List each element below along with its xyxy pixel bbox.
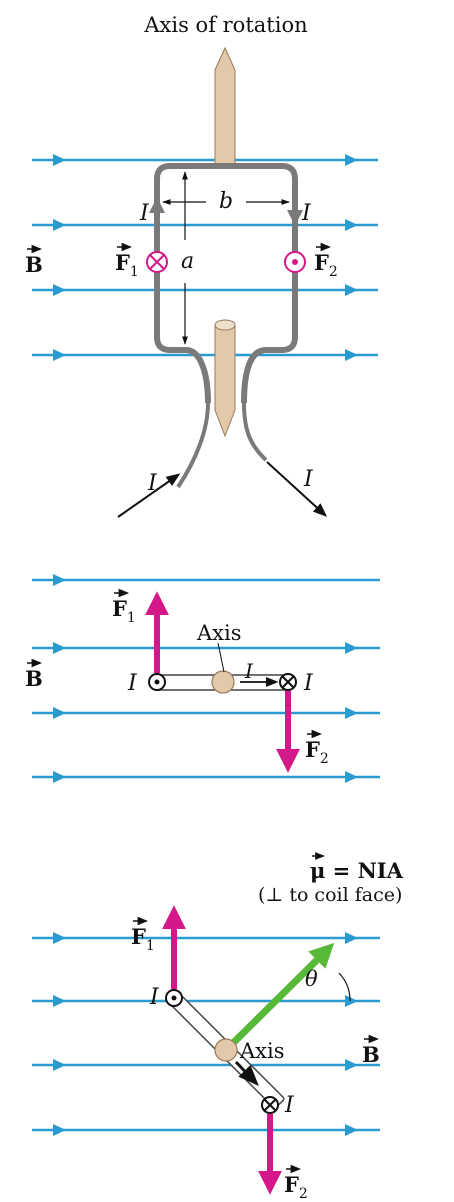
axis-pointer — [217, 642, 225, 673]
field-arrowhead — [345, 642, 358, 654]
force1-label-top: F1 — [115, 242, 139, 280]
lower-axle-top — [214, 319, 236, 331]
axis-label-middle: Axis — [196, 621, 242, 645]
field-lines-top — [32, 154, 378, 361]
current-label: I — [147, 471, 158, 496]
middle-panel: Axis I I I B F1 F2 — [25, 574, 380, 783]
svg-text:F2: F2 — [314, 250, 338, 280]
field-lines-bottom — [32, 932, 380, 1136]
field-arrowhead — [53, 574, 66, 586]
current-label: I — [301, 201, 312, 226]
svg-text:B: B — [362, 1042, 380, 1067]
field-arrowhead — [345, 707, 358, 719]
svg-text:F1: F1 — [115, 250, 139, 280]
force1-label-middle: F1 — [112, 588, 136, 626]
bottom-panel: μ = NIA (⊥ to coil face) θ Axis I I B F1… — [32, 852, 404, 1202]
force1-label-bottom: F1 — [131, 916, 155, 954]
axis-of-rotation-title: Axis of rotation — [143, 13, 307, 37]
moment-note: (⊥ to coil face) — [258, 884, 402, 906]
field-arrowhead — [53, 154, 66, 166]
current-label: I — [303, 467, 314, 492]
axle-end — [211, 670, 235, 694]
current-out-of-page-symbol — [148, 673, 166, 691]
lead-wire-right — [242, 402, 268, 462]
field-label-top: B — [25, 244, 43, 277]
svg-text:B: B — [25, 252, 43, 277]
force2-label-middle: F2 — [305, 729, 329, 767]
moment-label: μ = NIA — [310, 858, 404, 883]
field-arrowhead — [345, 932, 358, 944]
top-panel: Axis of rotation — [25, 13, 378, 518]
outgoing-current-arrow — [266, 461, 328, 517]
force2-label-bottom: F2 — [284, 1164, 308, 1202]
svg-text:F1: F1 — [112, 596, 136, 626]
lead-wire-left — [176, 402, 210, 489]
field-arrowhead — [53, 707, 66, 719]
current-arrow-bottom — [234, 1060, 259, 1087]
field-arrowhead — [53, 995, 66, 1007]
force2-label-top: F2 — [314, 242, 338, 280]
field-arrowhead — [53, 932, 66, 944]
current-label: I — [127, 671, 138, 696]
axle-end — [214, 1038, 238, 1062]
lower-axle — [214, 325, 236, 438]
angle-arc — [338, 972, 351, 1002]
field-arrowhead — [345, 1059, 358, 1071]
incoming-current-arrow — [117, 473, 181, 518]
current-loop — [154, 163, 298, 404]
current-into-page-symbol — [279, 673, 297, 691]
field-arrowhead — [345, 284, 358, 296]
field-arrowhead — [53, 1124, 66, 1136]
field-label-bottom: B — [362, 1034, 380, 1067]
field-arrowhead — [345, 995, 358, 1007]
field-arrowhead — [53, 349, 66, 361]
magnetic-moment-vector — [223, 942, 335, 1053]
current-label: I — [244, 659, 254, 683]
axis-label-bottom: Axis — [239, 1039, 285, 1063]
current-label: I — [284, 1093, 295, 1118]
current-label: I — [149, 985, 160, 1010]
current-out-of-page-symbol — [165, 989, 183, 1007]
field-arrowhead — [53, 284, 66, 296]
field-lines-middle — [32, 574, 380, 783]
svg-text:F1: F1 — [131, 924, 155, 954]
field-arrowhead — [345, 349, 358, 361]
field-arrowhead — [345, 219, 358, 231]
svg-text:F2: F2 — [284, 1172, 308, 1202]
force-into-page-symbol — [146, 251, 168, 273]
field-arrowhead — [345, 1124, 358, 1136]
field-arrowhead — [53, 219, 66, 231]
field-arrowhead — [345, 771, 358, 783]
current-label: I — [139, 201, 150, 226]
svg-text:B: B — [25, 666, 43, 691]
field-arrowhead — [345, 154, 358, 166]
angle-label: θ — [305, 967, 318, 991]
force-out-of-page-symbol — [284, 251, 306, 273]
current-label: I — [303, 671, 314, 696]
width-label: b — [219, 189, 233, 214]
field-arrowhead — [53, 771, 66, 783]
upper-axle — [214, 46, 236, 169]
field-label-middle: B — [25, 658, 43, 691]
height-label: a — [181, 249, 194, 274]
field-arrowhead — [53, 1059, 66, 1071]
field-arrowhead — [53, 642, 66, 654]
current-into-page-symbol — [261, 1096, 279, 1114]
svg-text:F2: F2 — [305, 737, 329, 767]
